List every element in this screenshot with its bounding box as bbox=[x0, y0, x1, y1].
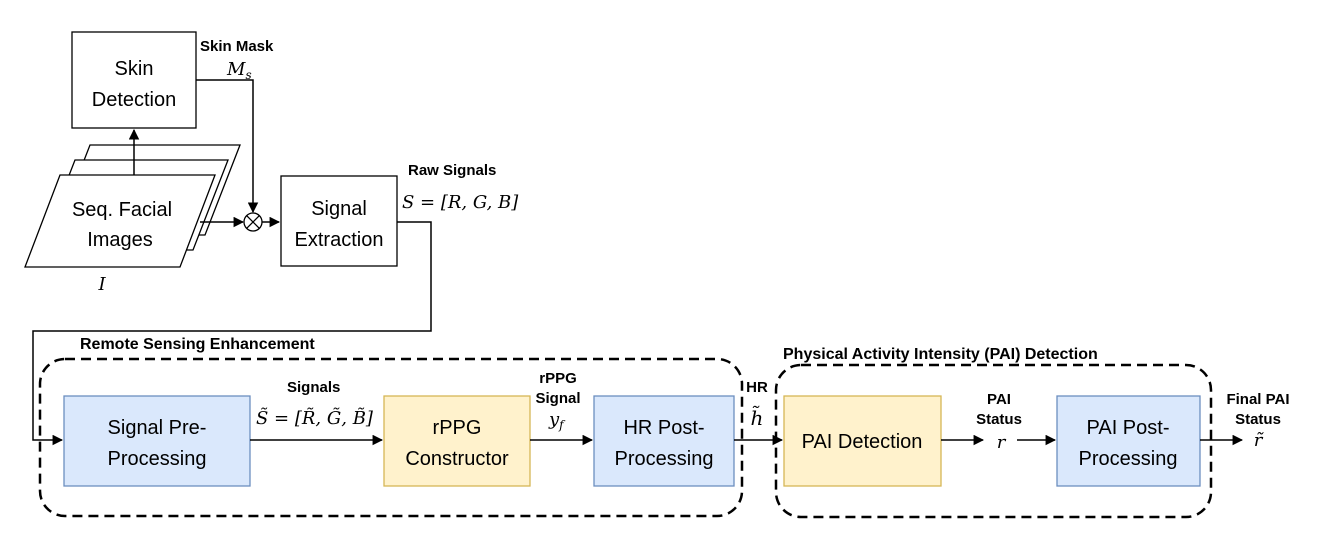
group-pai-title: Physical Activity Intensity (PAI) Detect… bbox=[783, 346, 1098, 363]
rppg-constructor-label-1: rPPG bbox=[433, 417, 482, 439]
rppg-constructor-box bbox=[383, 395, 531, 487]
images-symbol: I bbox=[97, 274, 106, 295]
signal-preprocessing-label-2: Processing bbox=[108, 448, 207, 470]
signal-extraction-label-2: Extraction bbox=[295, 229, 384, 251]
rppg-symbol: yf bbox=[548, 409, 566, 432]
signal-preprocessing-label-1: Signal Pre- bbox=[108, 417, 207, 439]
hr-postprocessing-label-2: Processing bbox=[615, 448, 714, 470]
pai-detection-box bbox=[783, 395, 942, 487]
signals-label: Signals bbox=[287, 379, 340, 396]
facial-images-label-2: Images bbox=[87, 229, 153, 251]
final-pai-label-1: Final PAI bbox=[1226, 391, 1289, 408]
rppg-signal-label-1: rPPG bbox=[539, 370, 577, 387]
raw-signals-label: Raw Signals bbox=[408, 162, 496, 179]
pai-status-label-2: Status bbox=[976, 411, 1022, 428]
skin-detection-box bbox=[71, 31, 197, 129]
skin-mask-symbol: Ms bbox=[226, 59, 252, 82]
pai-postprocessing-label-2: Processing bbox=[1079, 448, 1178, 470]
final-pai-symbol: r̃ bbox=[1254, 430, 1264, 451]
pai-postprocessing-box bbox=[1056, 395, 1201, 487]
facial-images-front bbox=[24, 174, 216, 268]
pai-detection-label: PAI Detection bbox=[802, 431, 923, 453]
pai-postprocessing-label-1: PAI Post- bbox=[1087, 417, 1170, 439]
hr-symbol: h̃ bbox=[751, 406, 764, 430]
rppg-constructor-label-2: Constructor bbox=[405, 448, 509, 470]
hr-postprocessing-label-1: HR Post- bbox=[623, 417, 704, 439]
skin-detection-label-2: Detection bbox=[92, 89, 177, 111]
facial-images-label-1: Seq. Facial bbox=[72, 199, 172, 221]
group-remote-sensing bbox=[38, 357, 744, 518]
multiply-cross-2 bbox=[246, 215, 260, 229]
skin-mask-label: Skin Mask bbox=[200, 38, 274, 55]
rppg-signal-label-2: Signal bbox=[535, 390, 580, 407]
signal-extraction-box bbox=[280, 175, 398, 267]
signals-equation: S̃ = [R̃, G̃, B̃] bbox=[256, 407, 374, 429]
hr-postprocessing-box bbox=[593, 395, 735, 487]
group-remote-sensing-title: Remote Sensing Enhancement bbox=[80, 336, 315, 353]
signal-preprocessing-box bbox=[63, 395, 251, 487]
arrow-mask-to-multiply bbox=[196, 79, 259, 214]
pai-symbol: r bbox=[997, 432, 1007, 453]
final-pai-label-2: Status bbox=[1235, 411, 1281, 428]
hr-label: HR bbox=[746, 379, 768, 396]
arrow-extraction-to-preprocessing bbox=[32, 221, 432, 446]
signal-extraction-label-1: Signal bbox=[311, 198, 367, 220]
skin-detection-label-1: Skin bbox=[115, 58, 154, 80]
pai-status-label-1: PAI bbox=[987, 391, 1011, 408]
raw-signals-equation: S = [R, G, B] bbox=[402, 192, 519, 213]
